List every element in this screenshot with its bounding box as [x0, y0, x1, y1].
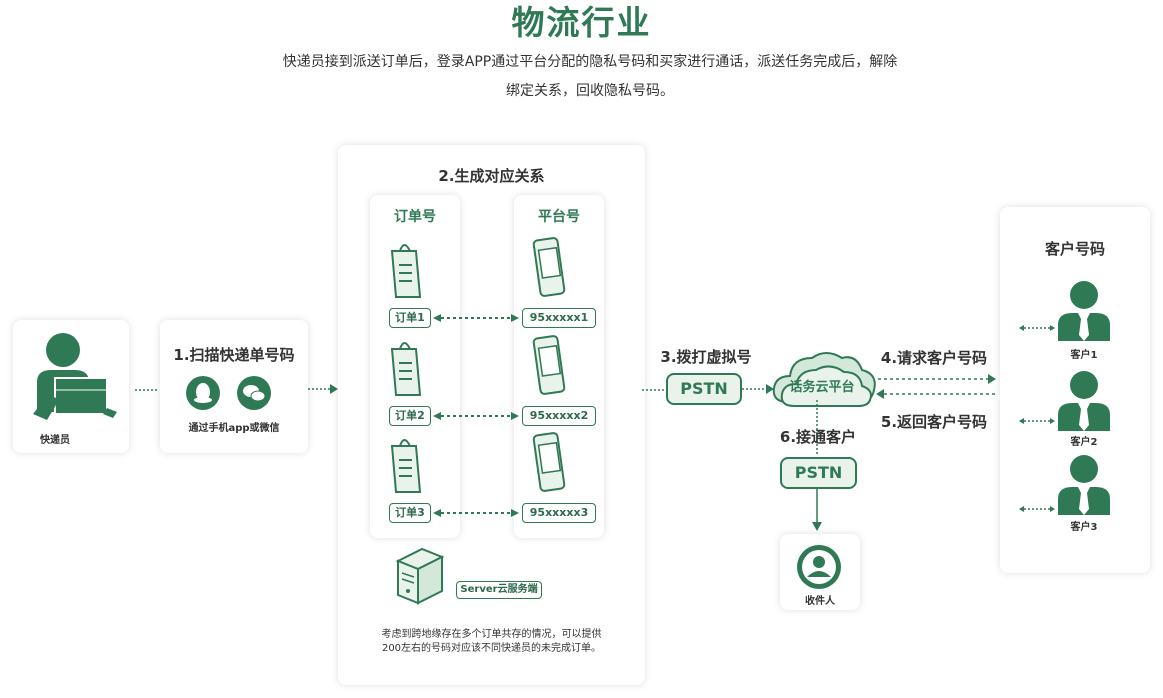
page-description: 快递员接到派送订单后，登录APP通过平台分配的隐私号码和买家进行通话，派送任务完…: [230, 48, 950, 106]
arrow-cloud-customers: [878, 374, 996, 384]
courier-label: 快递员: [40, 435, 70, 446]
arrow-pstn-cloud: [742, 384, 774, 394]
step1-title: 1.扫描快递单号码: [173, 346, 295, 364]
step2-note-line-2: 200左右的号码对应该不同快递员的未完成订单。: [381, 643, 602, 654]
customer-arrow-3: [1019, 506, 1055, 512]
receiver-icon: [797, 545, 841, 589]
order-bag-icon: [390, 244, 422, 298]
step4-title: 4.请求客户号码: [880, 349, 988, 367]
customer-arrow-1: [1019, 325, 1055, 331]
pstn-box-1: PSTN: [666, 373, 742, 405]
step1-card: 1.扫描快递单号码 通过手机app或微信: [160, 320, 308, 453]
qq-icon: [186, 376, 220, 410]
page-title: 物流行业: [511, 3, 652, 42]
step2-card: 2.生成对应关系 订单号 平台号 订: [338, 145, 645, 685]
order-column-title: 订单号: [394, 209, 436, 225]
mapping-arrow-2: [433, 412, 519, 420]
step2-note-line-1: 考虑到跨地缘存在多个订单共存的情况，可以提供: [381, 629, 602, 640]
courier-icon: [33, 333, 117, 420]
description-line-2: 绑定关系，回收隐私号码。: [506, 83, 674, 99]
customer-2-icon: [1058, 371, 1110, 431]
platform-column-title: 平台号: [538, 209, 580, 225]
courier-card: 快递员: [13, 320, 129, 453]
server-label: Server云服务端: [456, 581, 542, 599]
arrow-customers-cloud: [876, 389, 996, 399]
cloud-icon: [772, 352, 876, 407]
cloud-label: 话务云平台: [789, 380, 855, 395]
receiver-card: 收件人: [780, 534, 860, 610]
wechat-icon: [237, 376, 271, 410]
receiver-label: 收件人: [805, 596, 835, 607]
server-icon: [395, 547, 445, 605]
customer-1-label: 客户1: [1070, 350, 1098, 361]
customer-1-icon: [1058, 281, 1110, 341]
step2-note: 考虑到跨地缘存在多个订单共存的情况，可以提供 200左右的号码对应该不同快递员的…: [338, 628, 645, 656]
step6-title: 6.接通客户: [779, 428, 857, 446]
number-tag-3: 95xxxxx3: [522, 503, 596, 523]
phone-icon: [532, 237, 566, 297]
customer-3-icon: [1058, 455, 1110, 515]
order-bag-icon: [390, 439, 422, 493]
phone-icon: [532, 335, 566, 395]
order-tag-3: 订单3: [389, 503, 431, 523]
step3-title: 3.拨打虚拟号: [660, 348, 752, 366]
phone-icon: [532, 432, 566, 492]
description-line-1: 快递员接到派送订单后，登录APP通过平台分配的隐私号码和买家进行通话，派送任务完…: [282, 54, 898, 70]
number-tag-1: 95xxxxx1: [522, 308, 596, 328]
customer-2-label: 客户2: [1070, 437, 1098, 448]
arrow-cloud-receiver: [812, 400, 822, 531]
pstn-box-2: PSTN: [780, 457, 857, 489]
arrow-courier-step1: [135, 389, 159, 391]
step2-title: 2.生成对应关系: [438, 167, 545, 185]
step1-caption: 通过手机app或微信: [188, 423, 280, 434]
order-bag-icon: [390, 342, 422, 396]
customers-card: 客户号码 客户1 客户2 客户3: [1000, 207, 1150, 573]
arrow-step2-step3: [642, 389, 666, 391]
mapping-arrow-1: [433, 314, 519, 322]
order-tag-2: 订单2: [389, 406, 431, 426]
customer-arrow-2: [1019, 418, 1055, 424]
customer-3-label: 客户3: [1070, 522, 1098, 533]
arrow-step1-step2: [308, 384, 338, 394]
customers-title: 客户号码: [1044, 240, 1105, 258]
number-tag-2: 95xxxxx2: [522, 406, 596, 426]
mapping-arrow-3: [433, 509, 519, 517]
order-tag-1: 订单1: [389, 308, 431, 328]
step5-title: 5.返回客户号码: [880, 413, 988, 431]
